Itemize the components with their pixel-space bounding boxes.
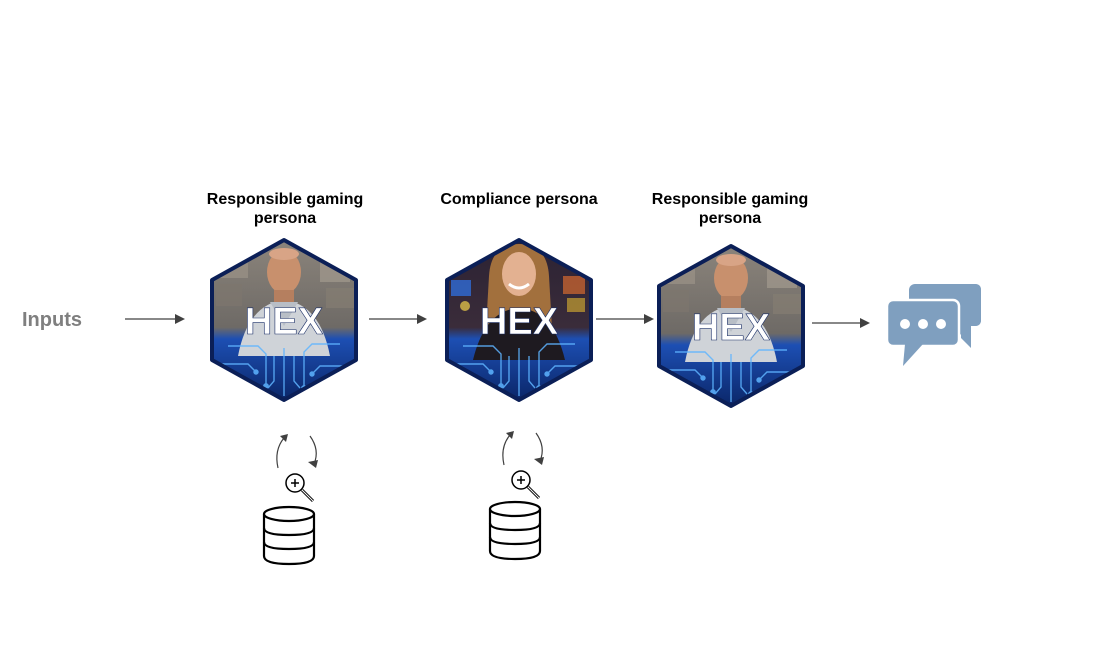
chat-bubbles-icon (885, 284, 981, 366)
persona-2-badge: HEX (480, 301, 559, 343)
magnifier-plus-icon (285, 473, 315, 503)
persona-3-badge: HEX (692, 307, 771, 349)
persona-2-title: Compliance persona (440, 191, 598, 208)
knowledge-base-2 (472, 425, 572, 565)
knowledge-base-1 (246, 428, 346, 568)
database-icon (488, 500, 542, 561)
persona-1-hex-card[interactable]: HEX (208, 236, 360, 402)
arrow-persona-1-to-persona-2 (369, 314, 427, 324)
arrow-inputs-to-persona-1 (125, 314, 185, 324)
inputs-label: Inputs (22, 309, 82, 331)
hex-man-portrait-icon: HEX (657, 244, 805, 408)
persona-3-hex-card[interactable]: HEX (655, 242, 807, 408)
persona-1-badge: HEX (245, 301, 324, 343)
persona-1-title: Responsible gaming persona (206, 191, 364, 227)
magnifier-plus-icon (511, 470, 541, 500)
persona-3-title: Responsible gaming persona (651, 191, 809, 227)
database-icon (262, 505, 316, 566)
hex-man-portrait-icon: HEX (210, 238, 358, 402)
cycle-arrows-icon (502, 431, 544, 466)
arrow-persona-3-to-output (812, 318, 870, 328)
cycle-arrows-icon (276, 434, 318, 469)
arrow-persona-2-to-persona-3 (596, 314, 654, 324)
hex-woman-portrait-icon: HEX (445, 238, 593, 402)
persona-2-hex-card[interactable]: HEX (443, 236, 595, 402)
